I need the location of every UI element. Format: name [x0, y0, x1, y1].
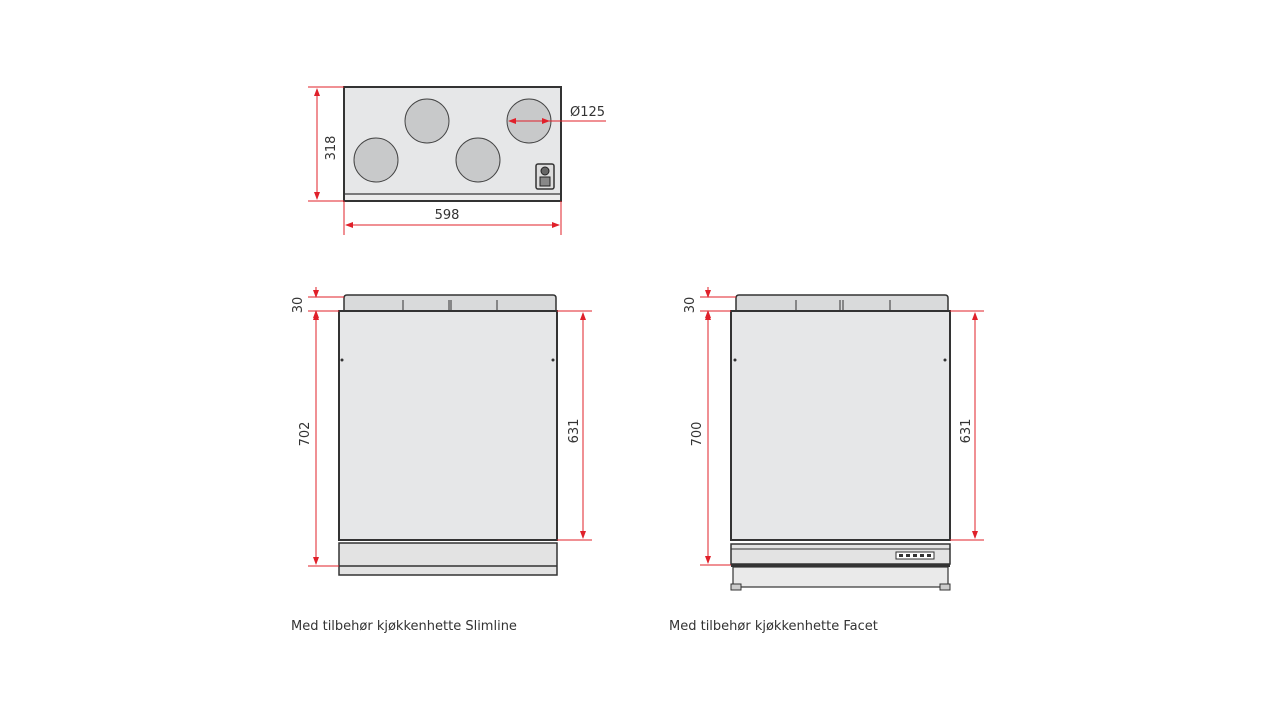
- duct-circle: [455, 137, 501, 183]
- total-height-dimension: 700: [690, 422, 705, 447]
- slimline-caption: Med tilbehør kjøkkenhette Slimline: [291, 619, 517, 634]
- top-view: 318 598 Ø125: [308, 86, 606, 235]
- lid-height-dimension: 30: [683, 297, 698, 314]
- facet-front-view: 30 700 631: [683, 287, 984, 591]
- depth-dimension: 318: [324, 136, 339, 161]
- control-panel-icon: [895, 551, 935, 560]
- width-dimension: 598: [435, 208, 460, 223]
- diameter-dimension: Ø125: [570, 105, 605, 120]
- duct-circle: [353, 137, 399, 183]
- connector-icon: [535, 163, 555, 190]
- lid-height-dimension: 30: [291, 297, 306, 314]
- unit-lid: [343, 294, 557, 312]
- duct-circle: [404, 98, 450, 144]
- slimline-hood: [338, 542, 558, 576]
- body-height-dimension: 631: [567, 419, 582, 444]
- unit-body: [338, 310, 558, 541]
- facet-caption: Med tilbehør kjøkkenhette Facet: [669, 619, 878, 634]
- slimline-front-view: 30 702 631: [291, 287, 592, 576]
- total-height-dimension: 702: [298, 422, 313, 447]
- body-height-dimension: 631: [959, 419, 974, 444]
- unit-lid: [735, 294, 949, 312]
- unit-body: [730, 310, 951, 541]
